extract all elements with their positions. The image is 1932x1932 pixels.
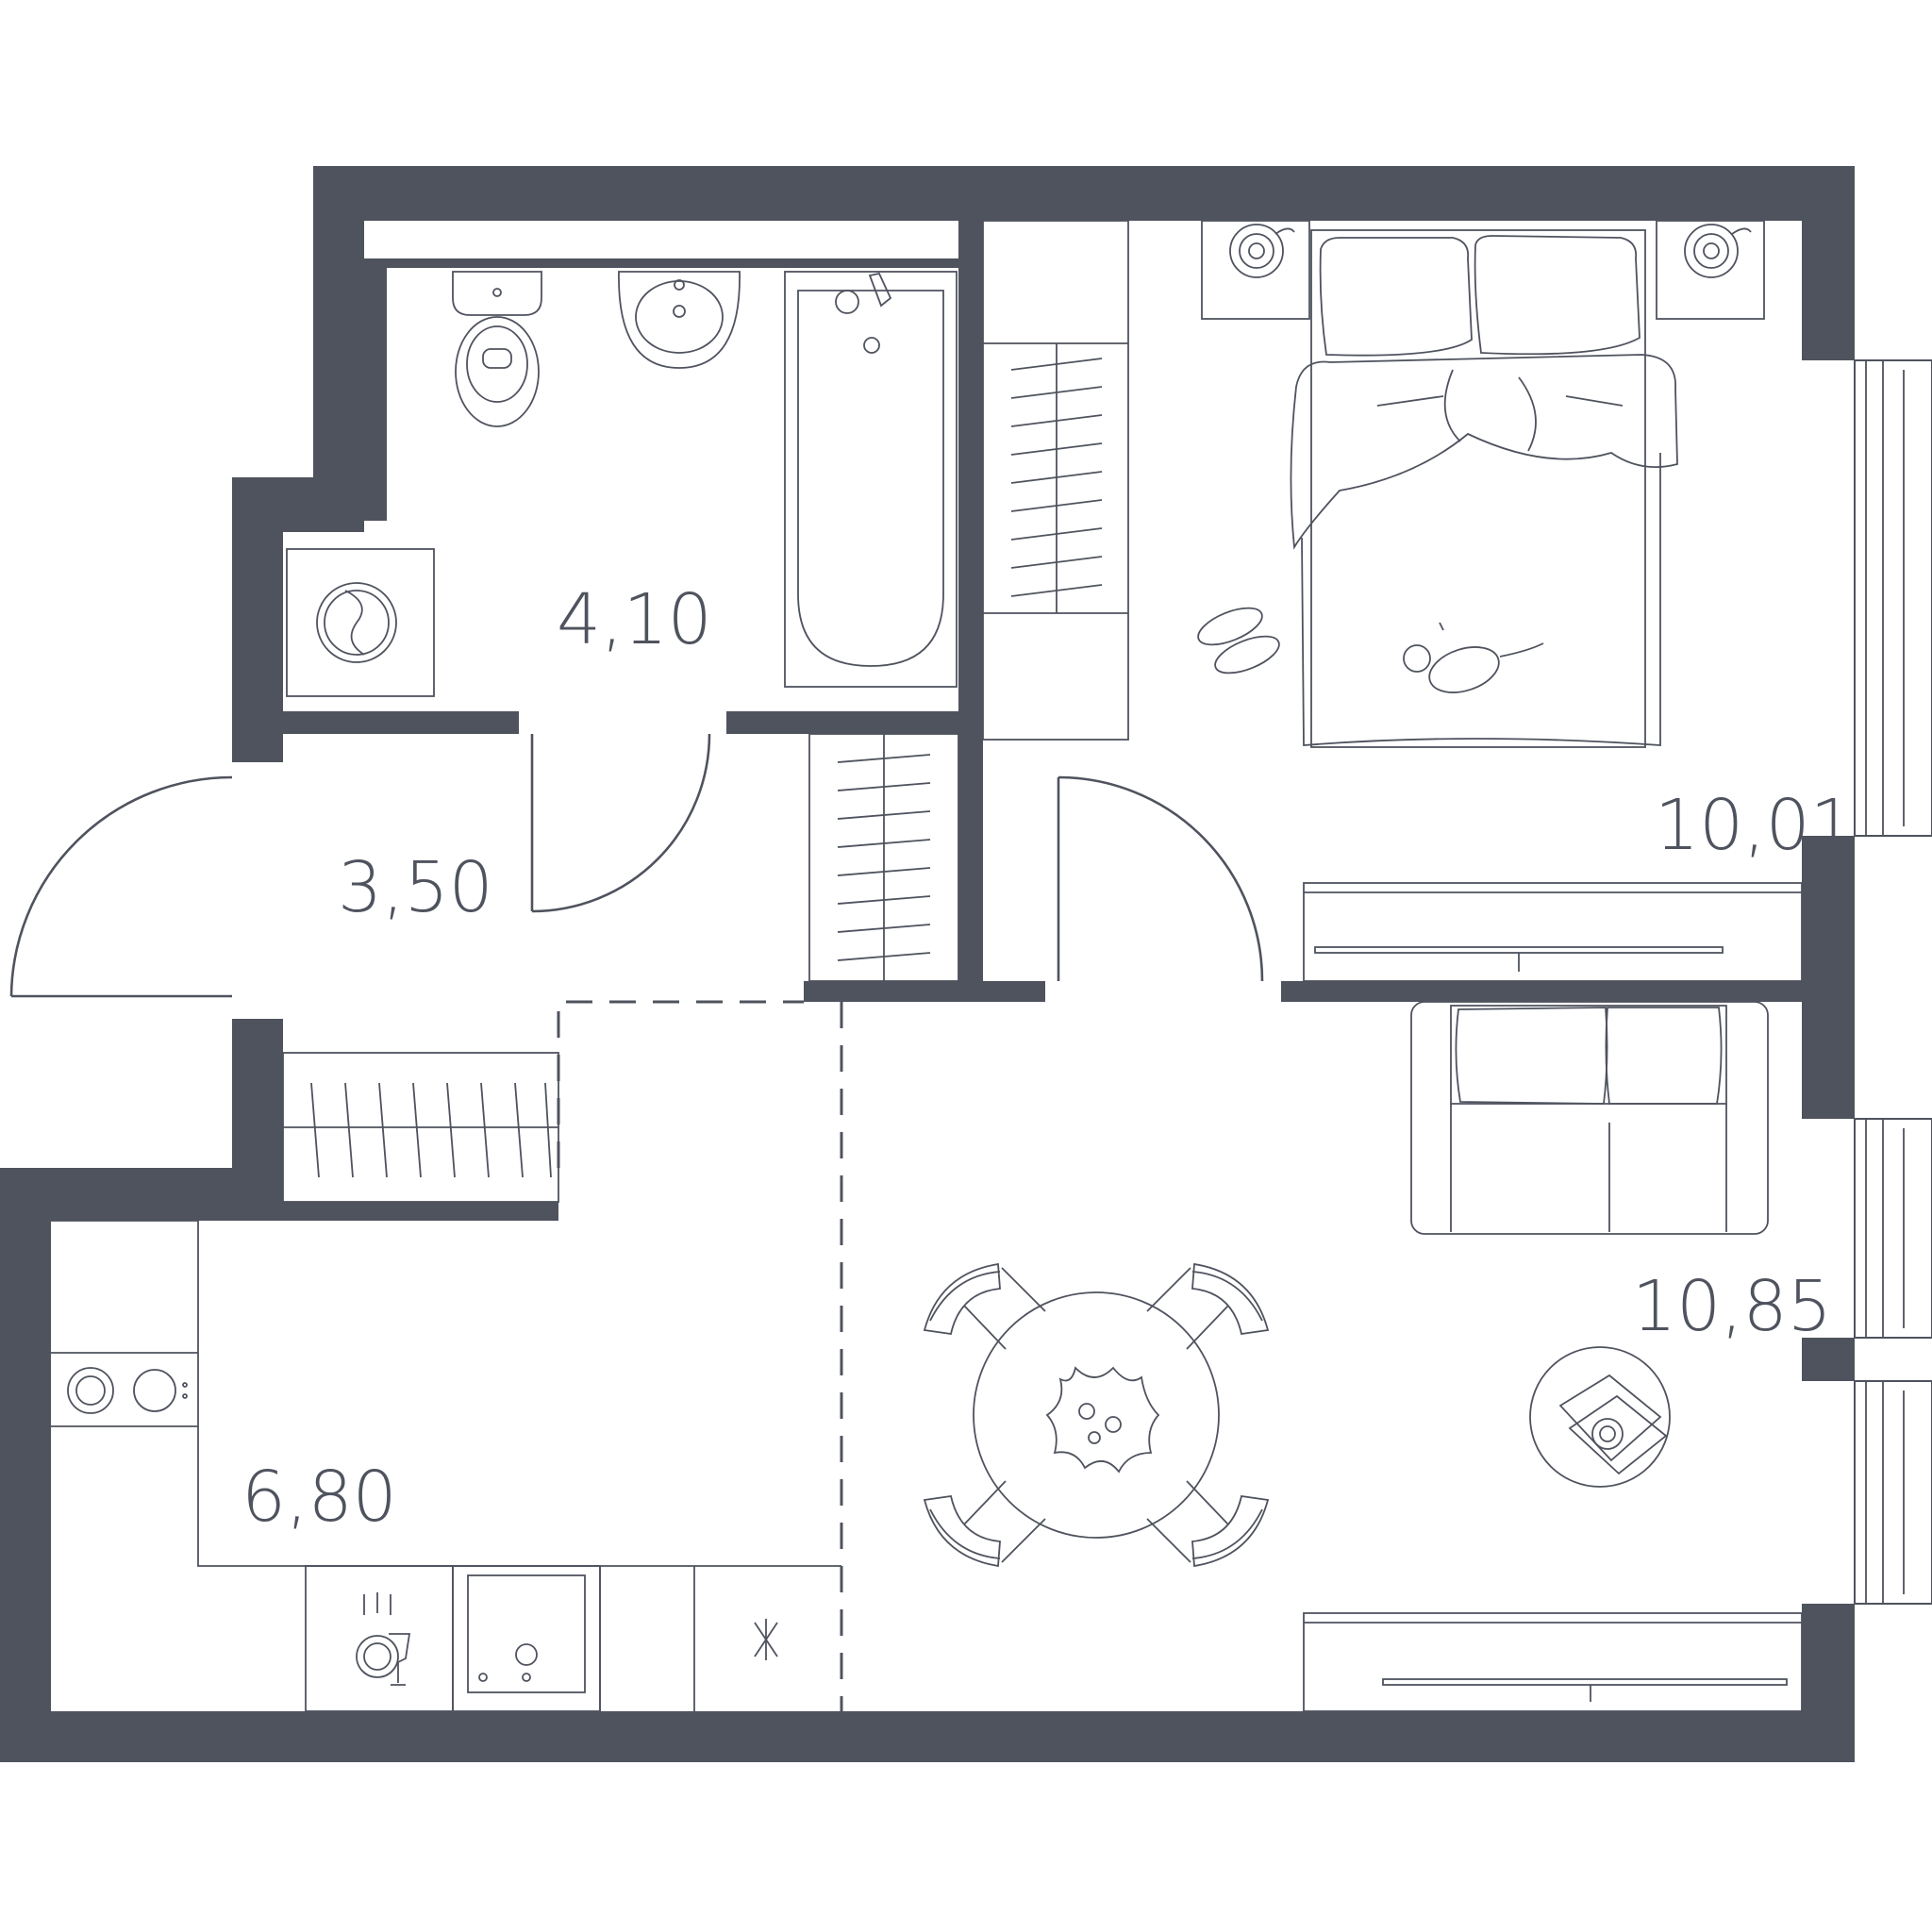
nightstand-lamp-icon (1201, 220, 1310, 320)
kitchen-counter (51, 1220, 841, 1567)
dishwasher-icon (305, 1565, 454, 1712)
sofa-icon (1410, 1001, 1769, 1235)
interior-door-icon (530, 733, 711, 913)
chair-icon (923, 1262, 1046, 1350)
slippers-icon (1197, 607, 1280, 675)
toilet-icon (452, 271, 542, 427)
chair-icon (1146, 1262, 1270, 1350)
walls (0, 166, 1855, 1762)
kitchen-area-label: 6,80 (242, 1457, 397, 1538)
chair-icon (923, 1480, 1046, 1568)
nightstand-lamp-icon (1656, 220, 1765, 320)
tv-stand-icon (1303, 882, 1803, 982)
plant-decor (1045, 1366, 1160, 1474)
dining-table-icon (973, 1291, 1220, 1539)
chair-icon (1146, 1480, 1270, 1568)
entry-door-icon (9, 775, 233, 998)
window-icon (1854, 359, 1932, 1605)
hob-icon (67, 1367, 188, 1414)
bedroom-area-label: 10,01 (1655, 785, 1855, 866)
living-area-label: 10,85 (1632, 1266, 1832, 1347)
wardrobe-icon (982, 220, 1129, 741)
bed-icon (1290, 229, 1678, 748)
interior-door-icon (1057, 775, 1264, 982)
bathtub-icon (784, 271, 958, 688)
oven-icon (452, 1565, 601, 1712)
sink-icon (618, 271, 741, 369)
hallway-area-label: 3,50 (338, 847, 493, 928)
cat-icon (1403, 622, 1544, 693)
tv-stand-icon (1303, 1612, 1803, 1712)
wardrobe-icon (282, 1052, 559, 1203)
wardrobe-icon (808, 733, 959, 982)
coffee-table-icon (1529, 1346, 1671, 1488)
washing-machine-icon (286, 548, 435, 697)
bathroom-area-label: 4,10 (557, 579, 712, 660)
fridge-icon (599, 1566, 778, 1711)
zone-divider (557, 1000, 843, 1711)
